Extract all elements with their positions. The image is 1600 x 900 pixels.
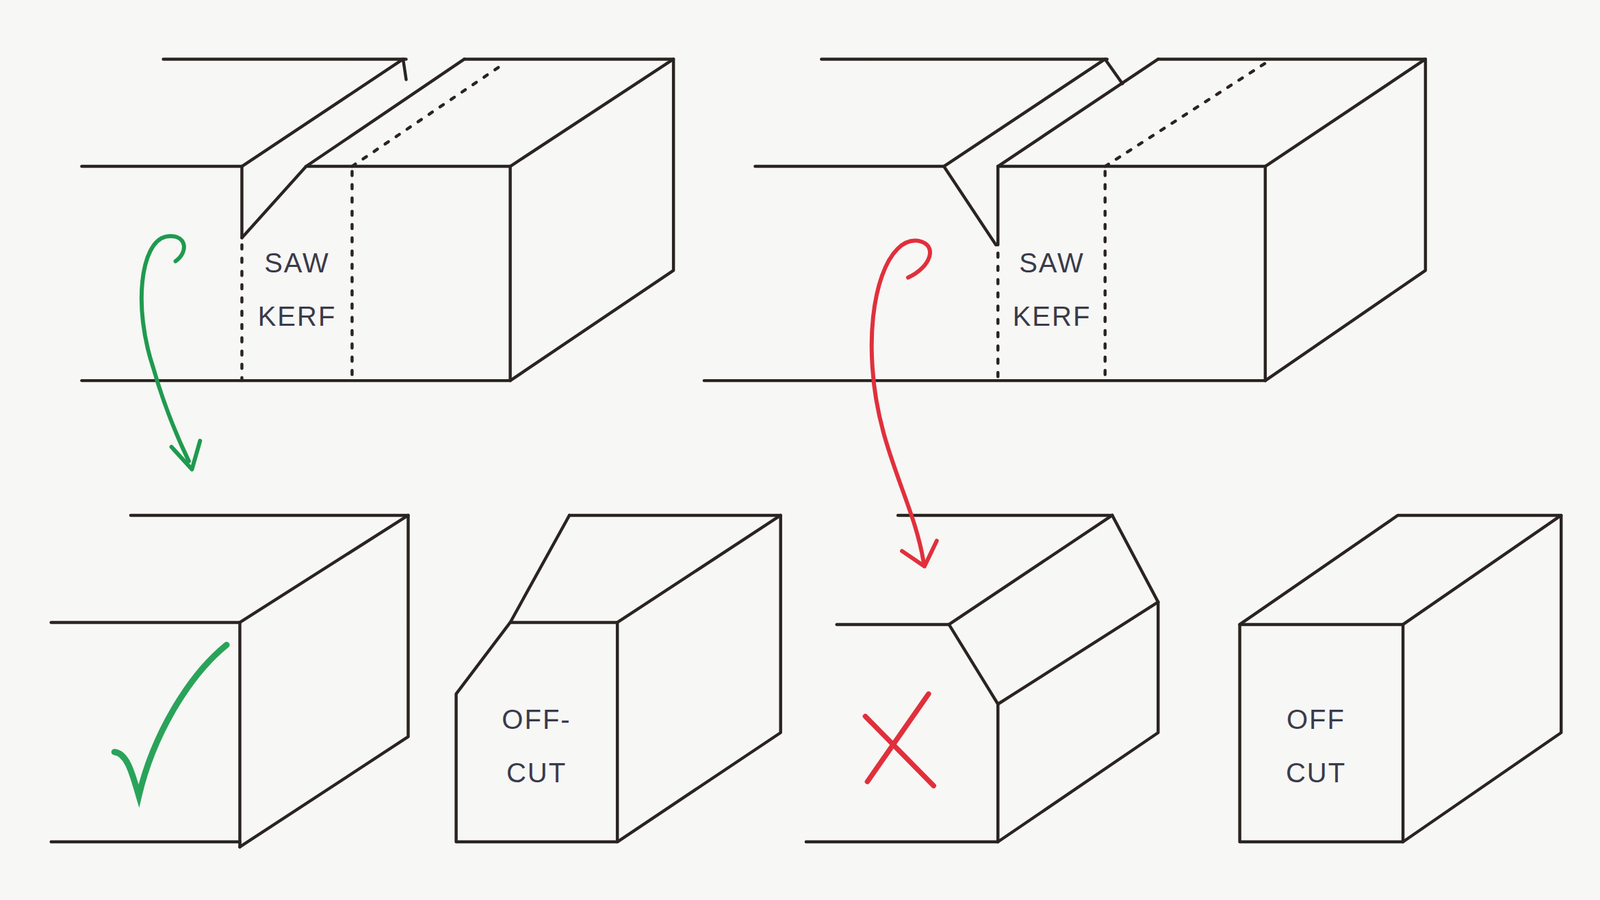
bad-arrow (871, 240, 937, 567)
kerf-label: SAW KERF (1012, 236, 1092, 343)
kerf-label: SAW KERF (257, 236, 337, 343)
tick-mark (114, 644, 227, 796)
cross-mark (865, 693, 934, 786)
good-arrow (141, 236, 200, 470)
offcut-label: OFF CUT (1285, 692, 1347, 800)
offcut-label: OFF- CUT (501, 692, 571, 800)
